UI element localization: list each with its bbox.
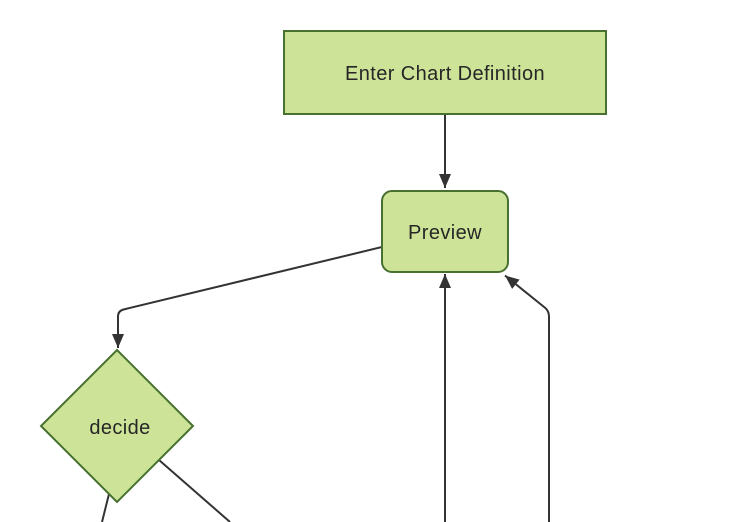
enter-chart-definition-node-shape — [283, 30, 607, 115]
node-decide: decide — [39, 348, 195, 504]
decide-node-label: decide — [89, 417, 150, 439]
edge-offscreen-bottom-right-to-preview — [504, 274, 550, 522]
edge-layer — [101, 115, 550, 522]
enter-chart-definition-node-label: Enter Chart Definition — [345, 63, 545, 85]
node-layer: Enter Chart Definition Preview decide — [39, 30, 607, 504]
edge-preview-to-decide — [112, 246, 383, 348]
preview-node-label: Preview — [408, 222, 482, 244]
decide-node-shape — [39, 348, 195, 504]
node-enter-chart-definition: Enter Chart Definition — [283, 30, 607, 115]
preview-node-shape — [381, 190, 509, 273]
node-preview: Preview — [381, 190, 509, 273]
edge-decide-to-offscreen-bottom-left — [101, 493, 110, 522]
edge-decide-to-offscreen-bottom-right — [158, 459, 231, 522]
